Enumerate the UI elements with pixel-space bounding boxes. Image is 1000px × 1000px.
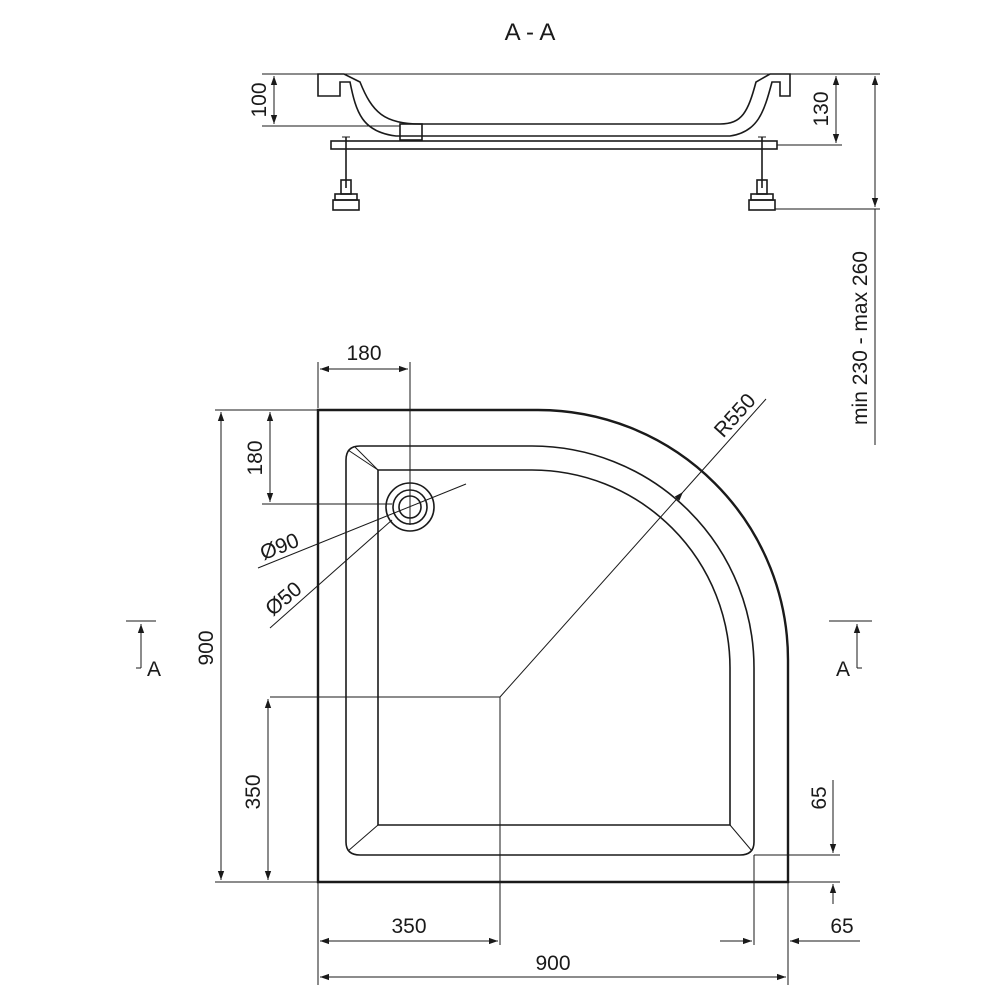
drain-y-label: 180 bbox=[244, 440, 267, 475]
drain-section bbox=[399, 123, 423, 141]
radius-line bbox=[499, 491, 684, 698]
dimension-edge-vertical: 65 bbox=[754, 780, 840, 904]
center-y-label: 350 bbox=[242, 774, 265, 809]
drain-x-label: 180 bbox=[346, 342, 381, 365]
section-marker-right-label: A bbox=[836, 658, 850, 681]
rim-height-label: 100 bbox=[248, 82, 271, 117]
dimension-edge-horizontal: 65 bbox=[720, 855, 860, 945]
tray-outer-outline bbox=[316, 408, 790, 884]
support-frame bbox=[330, 140, 778, 150]
tray-rim-inner bbox=[345, 445, 755, 856]
dimension-total-depth: 900 bbox=[195, 409, 318, 883]
dimension-center-x: 350 bbox=[317, 882, 498, 985]
dimension-tray-height: 130 bbox=[777, 73, 880, 146]
edge-vertical-label: 65 bbox=[808, 786, 831, 809]
tray-basin-floor bbox=[377, 469, 731, 826]
center-x-label: 350 bbox=[391, 915, 426, 938]
edge-horizontal-label: 65 bbox=[830, 915, 853, 938]
section-marker-left-label: A bbox=[147, 658, 161, 681]
dimension-leg-range: min 230 - max 260 bbox=[775, 76, 880, 445]
dimension-total-width: 900 bbox=[320, 882, 789, 985]
section-view: A - A 100 bbox=[248, 19, 880, 445]
total-width-label: 900 bbox=[535, 952, 570, 975]
section-marker-right: A bbox=[829, 620, 872, 681]
right-leg bbox=[748, 136, 776, 211]
dimension-drain-x: 180 bbox=[317, 342, 411, 525]
total-depth-label: 900 bbox=[195, 630, 218, 665]
section-title: A - A bbox=[505, 19, 556, 46]
left-leg bbox=[332, 136, 360, 211]
dimension-rim-height: 100 bbox=[248, 73, 400, 127]
plan-view: R550 180 180 Ø90 Ø50 900 3 bbox=[126, 342, 872, 985]
tray-height-label: 130 bbox=[810, 91, 833, 126]
leg-range-label: min 230 - max 260 bbox=[849, 251, 872, 425]
tray-section-body bbox=[317, 73, 791, 137]
section-marker-left: A bbox=[126, 620, 161, 681]
dimension-center-y: 350 bbox=[242, 699, 272, 880]
inner-diameter-label: Ø50 bbox=[261, 577, 306, 620]
